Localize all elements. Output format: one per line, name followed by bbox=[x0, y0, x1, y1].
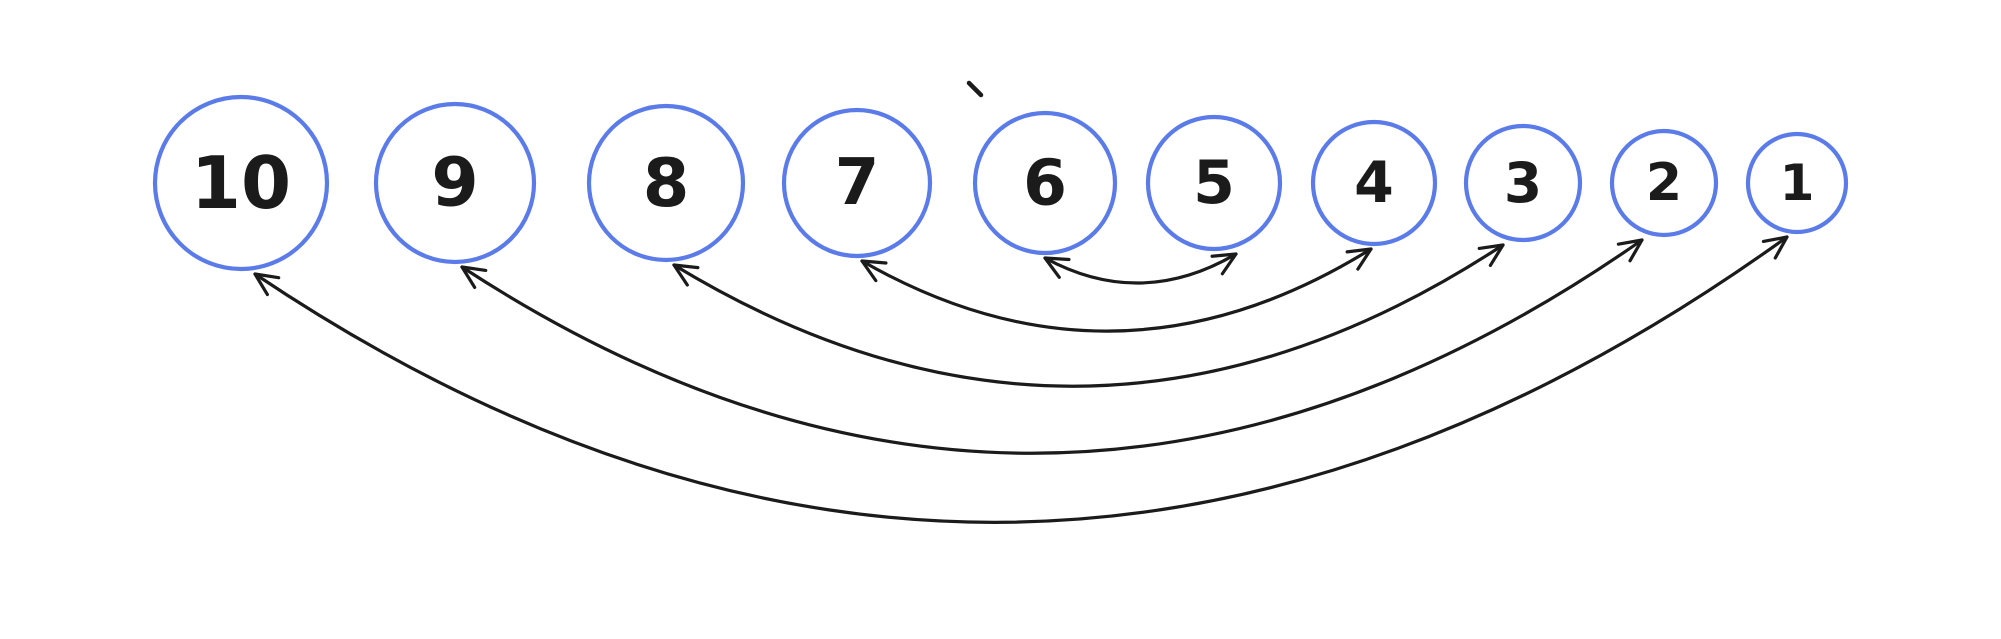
node-circle[interactable] bbox=[781, 107, 933, 259]
pair-arrow[interactable] bbox=[860, 247, 1373, 333]
pair-arrow-curve bbox=[253, 235, 1789, 524]
number-node[interactable]: 9 bbox=[373, 101, 537, 265]
node-circle[interactable] bbox=[152, 94, 330, 272]
pair-arrow[interactable] bbox=[253, 235, 1789, 524]
pair-arrow[interactable] bbox=[672, 243, 1505, 388]
node-label: 2 bbox=[1646, 153, 1682, 213]
number-node[interactable]: 3 bbox=[1463, 123, 1583, 243]
arrowhead-icon bbox=[460, 265, 488, 289]
arrowhead-icon bbox=[1761, 235, 1789, 260]
arrowhead-icon bbox=[253, 272, 281, 297]
node-label: 9 bbox=[431, 144, 478, 223]
pair-arrow-curve bbox=[1043, 252, 1238, 285]
node-label: 7 bbox=[835, 146, 880, 220]
number-node[interactable]: 7 bbox=[781, 107, 933, 259]
number-node[interactable]: 1 bbox=[1745, 131, 1849, 235]
node-circle[interactable] bbox=[1463, 123, 1583, 243]
node-label: 8 bbox=[643, 144, 690, 222]
node-circle[interactable] bbox=[972, 110, 1118, 256]
node-circle[interactable] bbox=[1609, 128, 1719, 238]
number-node[interactable]: 2 bbox=[1609, 128, 1719, 238]
number-node[interactable]: 10 bbox=[152, 94, 330, 272]
node-circle[interactable] bbox=[586, 103, 746, 263]
number-node[interactable]: 4 bbox=[1310, 119, 1438, 247]
stray-pen-mark bbox=[966, 80, 984, 98]
node-label: 4 bbox=[1354, 150, 1394, 216]
node-label: 6 bbox=[1023, 147, 1067, 220]
arrowhead-icon bbox=[1616, 238, 1644, 263]
node-circle[interactable] bbox=[373, 101, 537, 265]
node-label: 1 bbox=[1780, 154, 1815, 212]
pair-arrow[interactable] bbox=[460, 238, 1644, 455]
arrowhead-icon bbox=[1345, 247, 1373, 271]
node-label: 3 bbox=[1504, 151, 1542, 215]
node-circle[interactable] bbox=[1745, 131, 1849, 235]
arrowhead-icon bbox=[1043, 256, 1071, 279]
node-circle[interactable] bbox=[1145, 114, 1283, 252]
node-label: 5 bbox=[1193, 148, 1235, 218]
pair-arrow-curve bbox=[860, 247, 1373, 333]
number-node[interactable]: 6 bbox=[972, 110, 1118, 256]
arrowhead-icon bbox=[1477, 243, 1505, 268]
number-node[interactable]: 8 bbox=[586, 103, 746, 263]
pair-arrow-curve bbox=[460, 238, 1644, 455]
arrowhead-icon bbox=[860, 259, 888, 283]
node-label: 10 bbox=[191, 141, 291, 225]
pair-arrow[interactable] bbox=[1043, 252, 1238, 285]
pair-arrow-curve bbox=[672, 243, 1505, 388]
node-circle[interactable] bbox=[1310, 119, 1438, 247]
arrowhead-icon bbox=[1210, 252, 1238, 276]
arrowhead-icon bbox=[672, 263, 700, 287]
number-node[interactable]: 5 bbox=[1145, 114, 1283, 252]
